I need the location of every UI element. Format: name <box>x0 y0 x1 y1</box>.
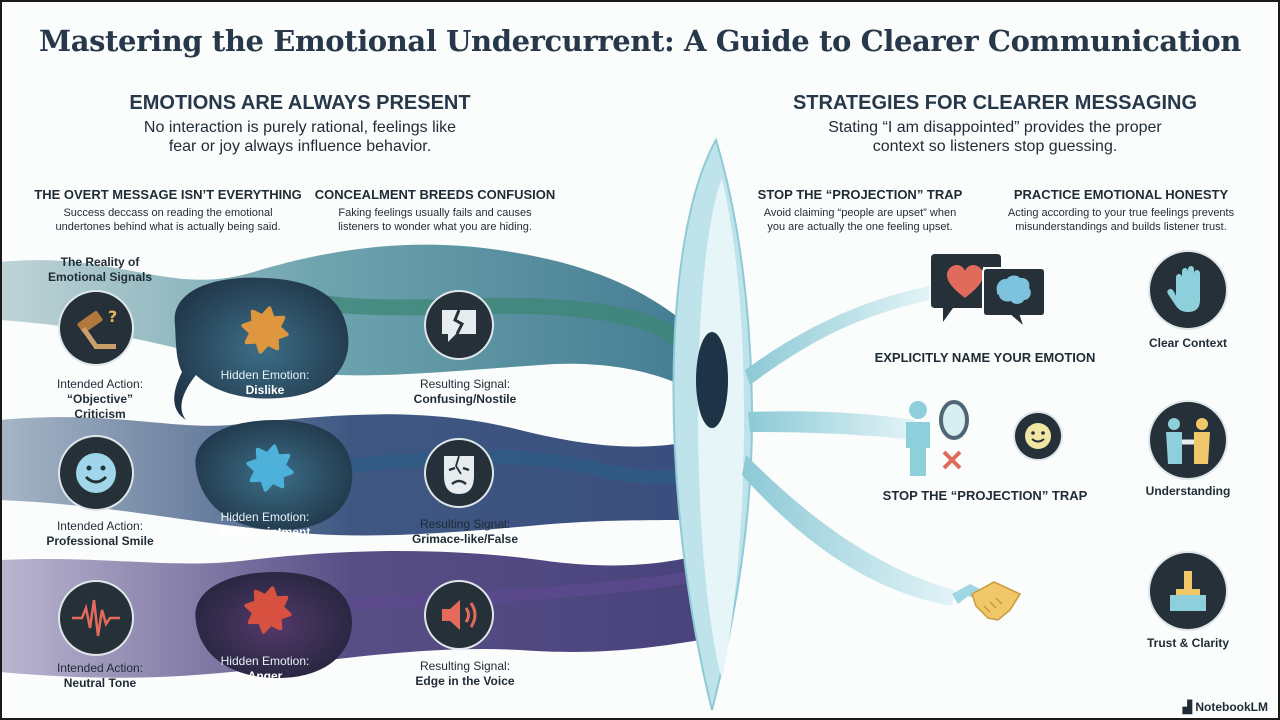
row1-hidden-emotion: Hidden Emotion: Dislike <box>220 368 310 397</box>
beam-middle <box>748 411 915 440</box>
waveform-icon <box>60 582 132 654</box>
svg-text:?: ? <box>108 307 117 326</box>
pedestal-icon <box>1150 553 1226 629</box>
stream-ribbon-3 <box>279 569 702 616</box>
row3-intended-action: Intended Action: Neutral Tone <box>56 661 144 690</box>
row2-resulting-signal: Resulting Signal: Grimace-like/False <box>411 517 519 546</box>
person-mirror-icon <box>900 398 980 478</box>
portal-inner <box>698 178 744 680</box>
overt-message-heading: THE OVERT MESSAGE ISN’T EVERYTHING <box>34 187 302 202</box>
speaker-icon <box>426 582 492 648</box>
heart-brain-speech-icon <box>925 250 1050 332</box>
row3-resulting-signal: Resulting Signal: Edge in the Voice <box>415 659 515 688</box>
emotion-mark-anger <box>244 586 292 634</box>
emotional-honesty-heading: PRACTICE EMOTIONAL HONESTY <box>1013 187 1229 202</box>
beam-bottom <box>742 455 955 606</box>
row2-hidden-emotion: Hidden Emotion: Disappointment <box>219 510 311 539</box>
row2-intended-action: Intended Action: Professional Smile <box>46 519 154 548</box>
broken-speech-bubble-icon <box>426 292 492 358</box>
left-section-heading: EMOTIONS ARE ALWAYS PRESENT <box>129 92 471 114</box>
notebook-logo-icon: ▟ <box>1182 700 1196 714</box>
handshake-icon <box>950 570 1026 630</box>
outcome-understanding: Understanding <box>1145 484 1231 498</box>
projection-trap-subtext: Avoid claiming “people are upset” when y… <box>763 207 957 233</box>
stream-upper <box>0 244 700 395</box>
page-title: Mastering the Emotional Undercurrent: A … <box>39 24 1241 58</box>
cracked-mask-icon <box>426 440 492 506</box>
neutral-smile-icon <box>1015 413 1061 459</box>
portal-pupil <box>696 332 728 428</box>
strategy-projection-trap-label: STOP THE “PROJECTION” TRAP <box>882 488 1088 503</box>
left-section-subtext: No interaction is purely rational, feeli… <box>143 119 457 155</box>
strategy-name-emotion-label: EXPLICITLY NAME YOUR EMOTION <box>874 350 1096 365</box>
row1-intended-action: Intended Action: “Objective” Criticism <box>56 377 144 421</box>
overt-message-subtext: Success deccass on reading the emotional… <box>55 207 281 233</box>
two-people-handshake-icon <box>1150 402 1226 478</box>
outcome-trust-clarity: Trust & Clarity <box>1146 636 1230 650</box>
emotional-honesty-subtext: Acting according to your true feelings p… <box>1007 207 1235 233</box>
beam-top <box>745 286 930 385</box>
right-section-subtext: Stating “I am disappointed” provides the… <box>828 119 1162 155</box>
concealment-heading: CONCEALMENT BREEDS CONFUSION <box>314 187 556 202</box>
row3-hidden-emotion: Hidden Emotion: Anger <box>220 654 310 683</box>
concealment-subtext: Faking feelings usually fails and causes… <box>338 207 532 233</box>
right-section-heading: STRATEGIES FOR CLEARER MESSAGING <box>792 92 1198 114</box>
emotion-mark-dislike <box>241 306 289 354</box>
projection-trap-heading: STOP THE “PROJECTION” TRAP <box>757 187 963 202</box>
emotion-mark-disappointment <box>246 444 294 492</box>
row1-resulting-signal: Resulting Signal: Confusing/Nostile <box>413 377 517 406</box>
outcome-clear-context: Clear Context <box>1148 336 1228 350</box>
brand-label: ▟ NotebookLM <box>1182 700 1268 714</box>
reality-label: The Reality of Emotional Signals <box>47 255 152 284</box>
smile-icon <box>60 437 132 509</box>
gavel-icon: ? <box>60 292 132 364</box>
raised-hand-icon <box>1150 252 1226 328</box>
